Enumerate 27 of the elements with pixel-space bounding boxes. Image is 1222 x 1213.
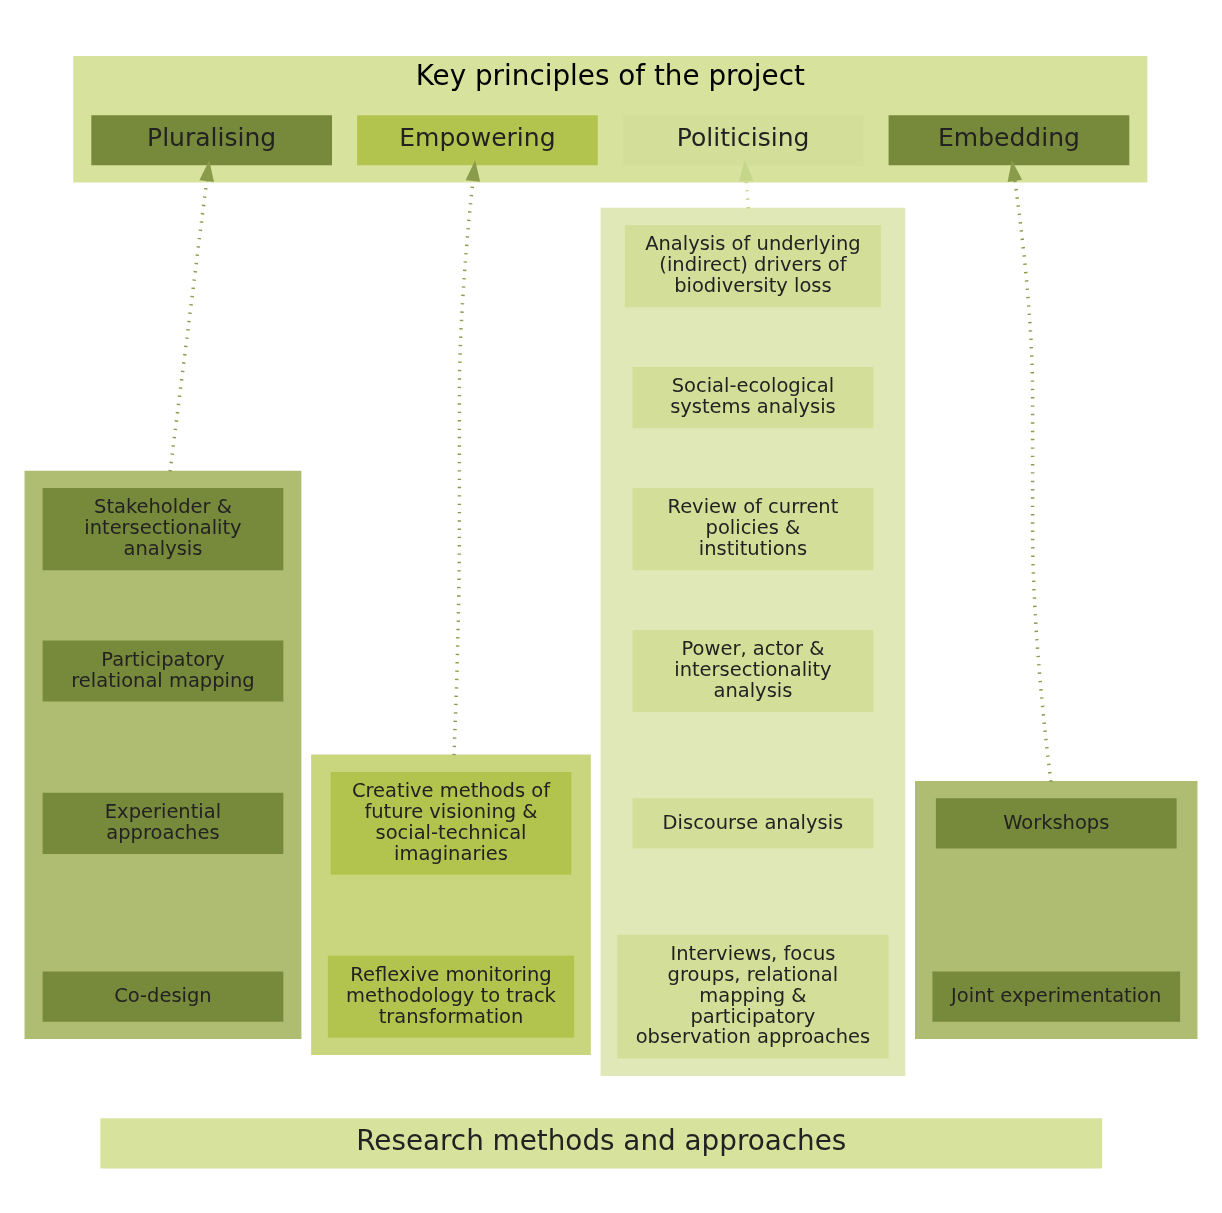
node-text: Politicising [676,122,810,152]
node-box: Joint experimentation [932,971,1181,1022]
arrow [1007,159,1053,782]
node-box: Pluralising [91,114,332,165]
arrow [168,159,214,472]
cluster [915,780,1198,1039]
node-box: Embedding [888,114,1130,165]
arrow [452,159,481,755]
node-box: Review of current policies & institutions [632,487,874,570]
node-box: Power, actor & intersectionality analysis [632,629,874,712]
node-box: Empowering [357,114,598,165]
cluster [311,754,591,1055]
node-box: Creative methods of future visioning & social-technical imaginaries [330,771,572,875]
node-box: Workshops [935,797,1177,848]
arrow [739,159,754,208]
node-box: Stakeholder & intersectionality analysis [42,487,284,570]
node-box: Participatory relational mapping [42,639,284,702]
node-box: Experiential approaches [42,792,284,854]
node-box: Analysis of underlying (indirect) drivers of biodiversity loss [624,224,881,307]
cluster [600,207,906,1076]
node-box: Discourse analysis [632,797,874,848]
node-box: Reflexive monitoring methodology to track transformation [327,955,575,1038]
node-box: Social-ecological systems analysis [632,366,874,428]
node-box: Research methods and approaches [100,1117,1103,1168]
cluster [24,470,302,1039]
node-box: Co-design [42,971,284,1022]
node-box: Interviews, focus groups, relational mapping & participatory observation approaches [617,934,889,1058]
